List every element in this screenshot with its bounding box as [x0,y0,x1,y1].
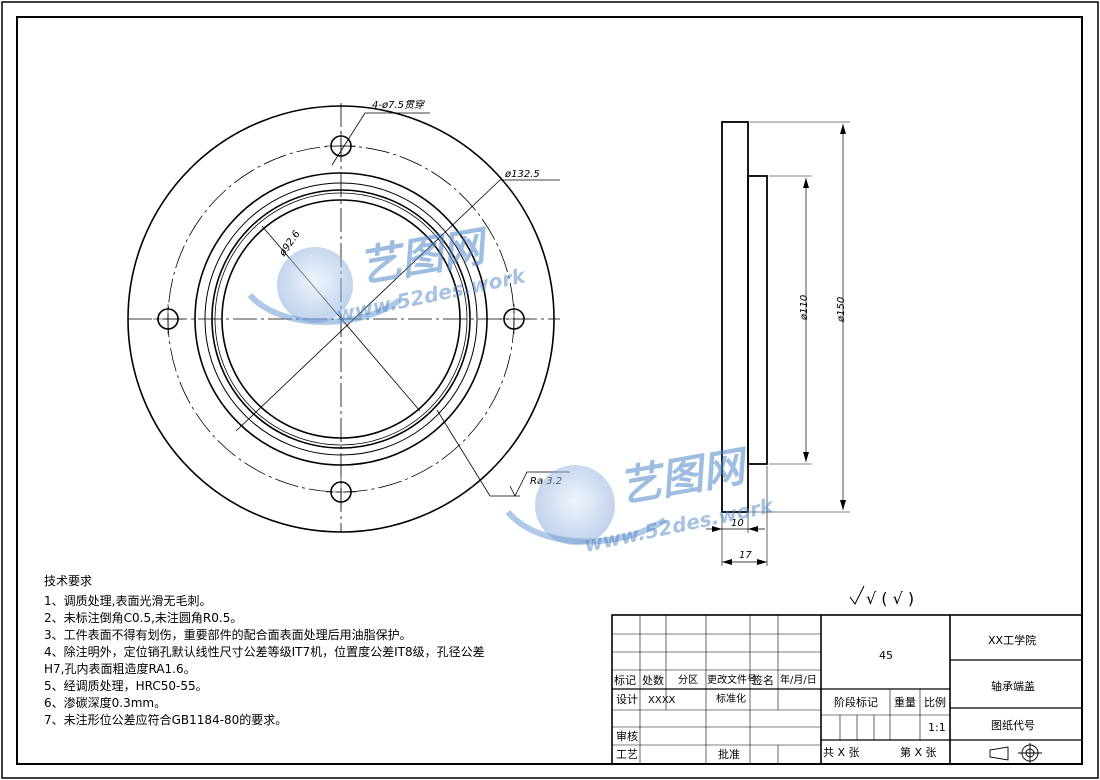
tech-item-4: 4、除注明外，定位销孔默认线性尺寸公差等级IT7机，位置度公差IT8级，孔径公差 [44,644,485,659]
inner-bore-circle [221,199,461,439]
tb-scale-label: 比例 [924,695,946,709]
tb-standardize: 标准化 [716,692,746,705]
label-w17: 17 [739,550,752,561]
tb-count: 处数 [642,674,664,687]
tb-total: 共 X 张 [823,746,860,759]
tb-doc: 更改文件号 [707,673,757,686]
watermark-globe-icon [277,247,353,323]
tb-stage-mark: 阶段标记 [834,695,878,709]
tech-item-3: 3、工件表面不得有划伤，重要部件的配合面表面处理后用油脂保护。 [44,627,412,642]
tech-item-2: 2、未标注倒角C0.5,未注圆角R0.5。 [44,610,242,625]
label-pcd: ø132.5 [504,169,540,180]
tb-design: 设计 [616,693,638,706]
tb-drawing-no: 图纸代号 [991,719,1035,732]
tb-sheet-no: 第 X 张 [900,745,937,759]
tech-item-1: 1、调质处理,表面光滑无毛刺。 [44,594,211,608]
projection-symbol [989,743,1042,763]
title-block [611,614,1083,765]
label-d110: ø110 [799,295,810,321]
tech-item-4b: H7,孔内表面粗造度RA1.6。 [44,661,196,676]
label-d150: ø150 [836,297,847,323]
tb-part-name: 轴承端盖 [991,679,1035,693]
title-block-text: 标记 处数 分区 更改文件号 签名 年/月/日 设计 XXXX 标准化 审核 工… [614,633,1036,761]
side-view [706,121,850,566]
tb-weight: 重量 [894,695,916,709]
surface-symbol-text: √ ( √ ) [866,589,914,608]
tb-zone: 分区 [678,674,698,686]
tb-sign: 签名 [752,673,774,687]
bore-step-circle [211,189,471,449]
outer-flange-circle [127,105,555,533]
roughness-symbol [509,471,570,497]
tech-item-7: 7、未注形位公差应符合GB1184-80的要求。 [44,712,287,727]
tb-mark: 标记 [614,673,636,687]
tb-designer: XXXX [648,695,676,706]
watermark-globe-icon [535,465,615,545]
pcd-dimension-line [235,179,501,432]
boss-circle [194,172,488,466]
tb-school: XX工学院 [988,633,1036,647]
boss-chamfer-circle [204,182,478,456]
tb-date: 年/月/日 [780,673,817,686]
label-holes: 4-ø7.5贯穿 [372,99,426,111]
tech-item-6: 6、渗碳深度0.3mm。 [44,695,166,710]
holes-leader [331,112,430,166]
tb-review: 审核 [616,729,638,743]
roughness-leader [436,409,520,497]
label-w10: 10 [731,518,744,529]
tb-approve: 批准 [718,747,740,761]
tb-material: 45 [879,649,893,662]
tb-process: 工艺 [616,748,638,761]
tb-scale: 1:1 [928,721,946,734]
bore-groove-circle [214,192,468,446]
tech-title: 技术要求 [44,574,92,588]
tech-item-5: 5、经调质处理，HRC50-55。 [44,679,208,693]
watermark-2: 艺图网 www.52des.work [505,441,777,557]
general-roughness-symbol [849,585,865,605]
boss-section [747,175,768,465]
inner-frame [16,16,1083,765]
